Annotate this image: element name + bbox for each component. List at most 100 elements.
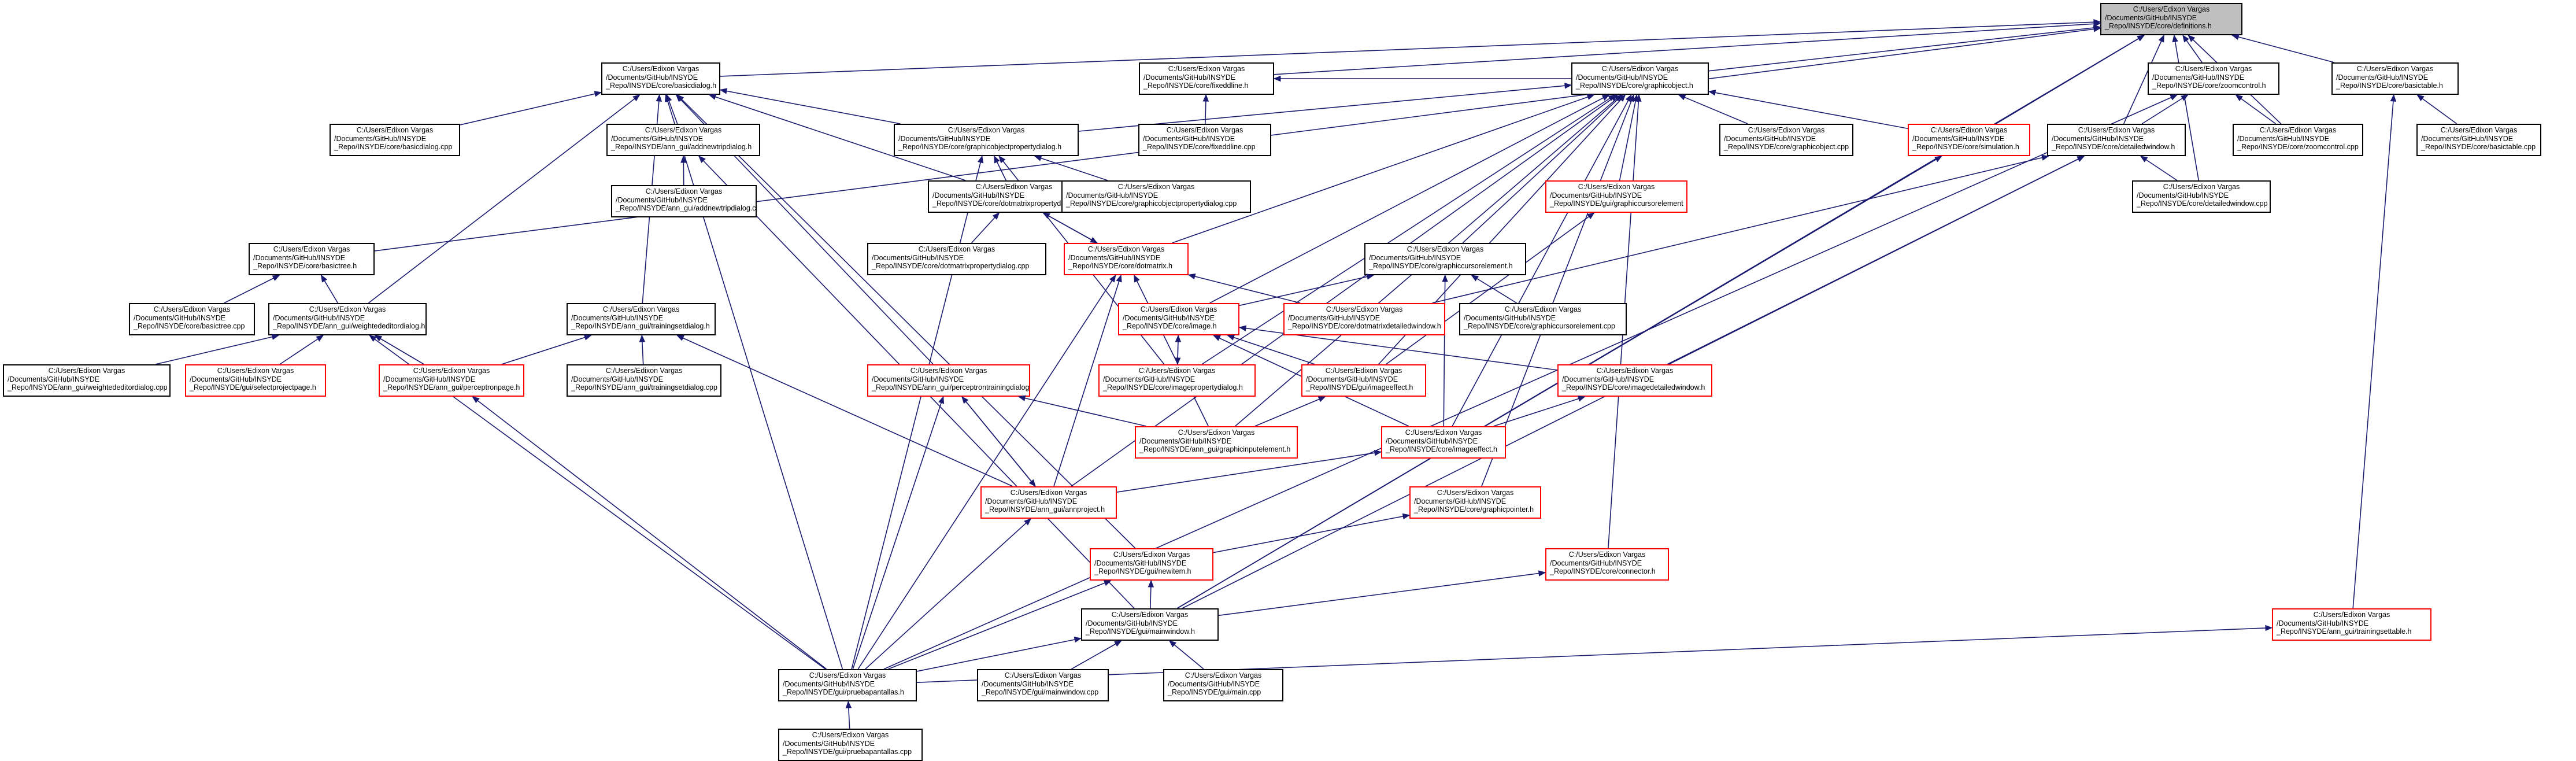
graph-node-dotmatrixdetailedwindow-h[interactable]: C:/Users/Edixon Vargas/Documents/GitHub/… xyxy=(1283,303,1445,335)
dependency-edge xyxy=(375,335,424,364)
graph-node-graphicobject-cpp[interactable]: C:/Users/Edixon Vargas/Documents/GitHub/… xyxy=(1719,124,1853,156)
graph-node-newitem-h[interactable]: C:/Users/Edixon Vargas/Documents/GitHub/… xyxy=(1090,548,1213,581)
graph-node-zoomcontrol-cpp[interactable]: C:/Users/Edixon Vargas/Documents/GitHub/… xyxy=(2233,124,2363,156)
node-label-line: C:/Users/Edixon Vargas xyxy=(571,305,711,314)
graph-node-connector-h[interactable]: C:/Users/Edixon Vargas/Documents/GitHub/… xyxy=(1545,548,1669,581)
graph-node-pruebapantallas-cpp[interactable]: C:/Users/Edixon Vargas/Documents/GitHub/… xyxy=(778,729,923,761)
graph-node-definitions-h[interactable]: C:/Users/Edixon Vargas/Documents/GitHub/… xyxy=(2100,3,2242,35)
graph-node-basictree-cpp[interactable]: C:/Users/Edixon Vargas/Documents/GitHub/… xyxy=(129,303,255,335)
dependency-edge xyxy=(720,22,2100,76)
graph-node-basictree-h[interactable]: C:/Users/Edixon Vargas/Documents/GitHub/… xyxy=(249,243,375,275)
graph-node-weightededitordialog-cpp[interactable]: C:/Users/Edixon Vargas/Documents/GitHub/… xyxy=(3,364,171,397)
node-label-line: C:/Users/Edixon Vargas xyxy=(1143,126,1267,135)
node-label-line: /Documents/GitHub/INSYDE xyxy=(985,497,1112,506)
graph-node-graphicobjectpropertydialog-cpp[interactable]: C:/Users/Edixon Vargas/Documents/GitHub/… xyxy=(1061,180,1251,213)
graph-node-basicdialog-h[interactable]: C:/Users/Edixon Vargas/Documents/GitHub/… xyxy=(601,62,720,95)
graph-node-fixeddline-h[interactable]: C:/Users/Edixon Vargas/Documents/GitHub/… xyxy=(1139,62,1274,95)
node-label-line: _Repo/INSYDE/core/graphicpointer.h xyxy=(1414,505,1537,514)
graph-node-imagepropertydialog-h[interactable]: C:/Users/Edixon Vargas/Documents/GitHub/… xyxy=(1098,364,1256,397)
graph-node-weightededitordialog-h[interactable]: C:/Users/Edixon Vargas/Documents/GitHub/… xyxy=(268,303,427,335)
graph-node-graphicobjectpropertydialog-h[interactable]: C:/Users/Edixon Vargas/Documents/GitHub/… xyxy=(894,124,1079,156)
graph-node-dotmatrixpropertydialog-cpp[interactable]: C:/Users/Edixon Vargas/Documents/GitHub/… xyxy=(867,243,1046,275)
node-label-line: _Repo/INSYDE/gui/selectprojectpage.h xyxy=(190,383,321,392)
graph-node-dotmatrix-h[interactable]: C:/Users/Edixon Vargas/Documents/GitHub/… xyxy=(1064,243,1189,275)
dependency-arrowhead xyxy=(2137,35,2144,41)
node-label-line: _Repo/INSYDE/ann_gui/trainingsettable.h xyxy=(2277,627,2427,636)
graph-node-imageeffect-core[interactable]: C:/Users/Edixon Vargas/Documents/GitHub/… xyxy=(1381,426,1506,459)
dependency-arrowhead xyxy=(1616,95,1623,101)
graph-node-main-cpp[interactable]: C:/Users/Edixon Vargas/Documents/GitHub/… xyxy=(1163,669,1283,701)
node-label-line: /Documents/GitHub/INSYDE xyxy=(2277,619,2427,628)
dependency-arrowhead xyxy=(978,156,983,163)
graph-node-simulation-h[interactable]: C:/Users/Edixon Vargas/Documents/GitHub/… xyxy=(1908,124,2030,156)
node-label-line: _Repo/INSYDE/core/imagedetailedwindow.h xyxy=(1562,383,1708,392)
dependency-arrowhead xyxy=(1274,76,1280,82)
graph-node-graphiccursorelement-gui[interactable]: C:/Users/Edixon Vargas/Documents/GitHub/… xyxy=(1545,180,1687,213)
dependency-arrowhead xyxy=(1074,637,1081,642)
node-label-line: C:/Users/Edixon Vargas xyxy=(1168,671,1279,680)
dependency-arrowhead xyxy=(1090,238,1097,243)
graph-node-mainwindow-cpp[interactable]: C:/Users/Edixon Vargas/Documents/GitHub/… xyxy=(977,669,1109,701)
graph-node-graphicpointer-h[interactable]: C:/Users/Edixon Vargas/Documents/GitHub/… xyxy=(1409,486,1541,519)
node-label-line: _Repo/INSYDE/ann_gui/graphicinputelement… xyxy=(1139,445,1293,454)
graph-node-mainwindow-h[interactable]: C:/Users/Edixon Vargas/Documents/GitHub/… xyxy=(1081,608,1219,641)
node-label-line: /Documents/GitHub/INSYDE xyxy=(1143,73,1270,82)
node-label-line: C:/Users/Edixon Vargas xyxy=(1550,551,1664,559)
dependency-arrowhead xyxy=(994,156,1000,163)
node-label-line: C:/Users/Edixon Vargas xyxy=(783,671,912,680)
node-label-line: C:/Users/Edixon Vargas xyxy=(2277,611,2427,619)
graph-node-trainingsetdialog-cpp[interactable]: C:/Users/Edixon Vargas/Documents/GitHub/… xyxy=(567,364,721,397)
node-label-line: C:/Users/Edixon Vargas xyxy=(2052,126,2181,135)
graph-node-graphiccursorelement-h[interactable]: C:/Users/Edixon Vargas/Documents/GitHub/… xyxy=(1364,243,1526,275)
node-label-line: /Documents/GitHub/INSYDE xyxy=(134,314,250,323)
graph-node-annproject-h[interactable]: C:/Users/Edixon Vargas/Documents/GitHub/… xyxy=(980,486,1117,519)
graph-node-basictable-h[interactable]: C:/Users/Edixon Vargas/Documents/GitHub/… xyxy=(2331,62,2459,95)
graph-node-pruebapantallas-h[interactable]: C:/Users/Edixon Vargas/Documents/GitHub/… xyxy=(778,669,917,701)
dependency-arrowhead xyxy=(316,335,323,341)
graph-node-trainingsetdialog-h[interactable]: C:/Users/Edixon Vargas/Documents/GitHub/… xyxy=(567,303,716,335)
graph-node-imageeffect-gui[interactable]: C:/Users/Edixon Vargas/Documents/GitHub/… xyxy=(1301,364,1426,397)
node-label-line: _Repo/INSYDE/gui/main.cpp xyxy=(1168,688,1279,697)
node-label-line: C:/Users/Edixon Vargas xyxy=(1550,183,1683,191)
dependency-arrowhead xyxy=(272,275,279,280)
graph-node-image-h[interactable]: C:/Users/Edixon Vargas/Documents/GitHub/… xyxy=(1118,303,1239,335)
node-label-line: C:/Users/Edixon Vargas xyxy=(985,489,1112,497)
node-label-line: _Repo/INSYDE/ann_gui/perceptrontrainingd… xyxy=(872,383,1026,392)
graph-node-perceptronpage-h[interactable]: C:/Users/Edixon Vargas/Documents/GitHub/… xyxy=(379,364,524,397)
dependency-arrowhead xyxy=(369,335,376,341)
node-label-line: _Repo/INSYDE/core/graphicobject.h xyxy=(1576,82,1704,90)
graph-node-graphiccursorelement-cpp[interactable]: C:/Users/Edixon Vargas/Documents/GitHub/… xyxy=(1459,303,1627,335)
node-label-line: /Documents/GitHub/INSYDE xyxy=(2052,135,2181,143)
graph-node-detailedwindow-cpp[interactable]: C:/Users/Edixon Vargas/Documents/GitHub/… xyxy=(2132,180,2271,213)
graph-node-perceptrontrainingdialog-h[interactable]: C:/Users/Edixon Vargas/Documents/GitHub/… xyxy=(867,364,1030,397)
node-label-line: _Repo/INSYDE/core/basicdialog.h xyxy=(606,82,716,90)
node-label-line: _Repo/INSYDE/core/imagepropertydialog.h xyxy=(1103,383,1251,392)
node-label-line: /Documents/GitHub/INSYDE xyxy=(1369,254,1522,263)
dependency-edge xyxy=(1043,213,1097,243)
dependency-arrowhead xyxy=(2094,27,2100,32)
graph-node-imagedetailedwindow-h[interactable]: C:/Users/Edixon Vargas/Documents/GitHub/… xyxy=(1557,364,1712,397)
node-label-line: /Documents/GitHub/INSYDE xyxy=(1386,437,1501,446)
dependency-edge xyxy=(1043,213,1097,243)
graph-node-fixeddline-cpp[interactable]: C:/Users/Edixon Vargas/Documents/GitHub/… xyxy=(1138,124,1271,156)
graph-node-zoomcontrol-h[interactable]: C:/Users/Edixon Vargas/Documents/GitHub/… xyxy=(2148,62,2279,95)
graph-node-addnewtripdialog-h[interactable]: C:/Users/Edixon Vargas/Documents/GitHub/… xyxy=(606,124,760,156)
graph-node-basicdialog-cpp[interactable]: C:/Users/Edixon Vargas/Documents/GitHub/… xyxy=(330,124,460,156)
node-label-line: C:/Users/Edixon Vargas xyxy=(611,126,756,135)
graph-node-addnewtripdialog-cpp[interactable]: C:/Users/Edixon Vargas/Documents/GitHub/… xyxy=(611,185,757,217)
graph-node-basictable-cpp[interactable]: C:/Users/Edixon Vargas/Documents/GitHub/… xyxy=(2416,124,2541,156)
dependency-arrowhead xyxy=(1402,514,1409,519)
node-label-line: _Repo/INSYDE/core/graphicobject.cpp xyxy=(1724,143,1849,152)
node-label-line: /Documents/GitHub/INSYDE xyxy=(253,254,370,263)
graph-node-detailedwindow-h[interactable]: C:/Users/Edixon Vargas/Documents/GitHub/… xyxy=(2047,124,2186,156)
node-label-line: /Documents/GitHub/INSYDE xyxy=(8,375,166,384)
node-label-line: C:/Users/Edixon Vargas xyxy=(334,126,456,135)
graph-node-graphicobject-h[interactable]: C:/Users/Edixon Vargas/Documents/GitHub/… xyxy=(1571,62,1709,95)
graph-node-trainingsettable-h[interactable]: C:/Users/Edixon Vargas/Documents/GitHub/… xyxy=(2272,608,2431,641)
node-label-line: C:/Users/Edixon Vargas xyxy=(1576,65,1704,73)
graph-node-graphicinputelement-h[interactable]: C:/Users/Edixon Vargas/Documents/GitHub/… xyxy=(1135,426,1298,459)
graph-node-selectprojectpage-h[interactable]: C:/Users/Edixon Vargas/Documents/GitHub/… xyxy=(185,364,326,397)
node-label-line: /Documents/GitHub/INSYDE xyxy=(1288,314,1441,323)
dependency-arrowhead xyxy=(709,94,716,99)
dependency-edge xyxy=(1134,275,1208,426)
